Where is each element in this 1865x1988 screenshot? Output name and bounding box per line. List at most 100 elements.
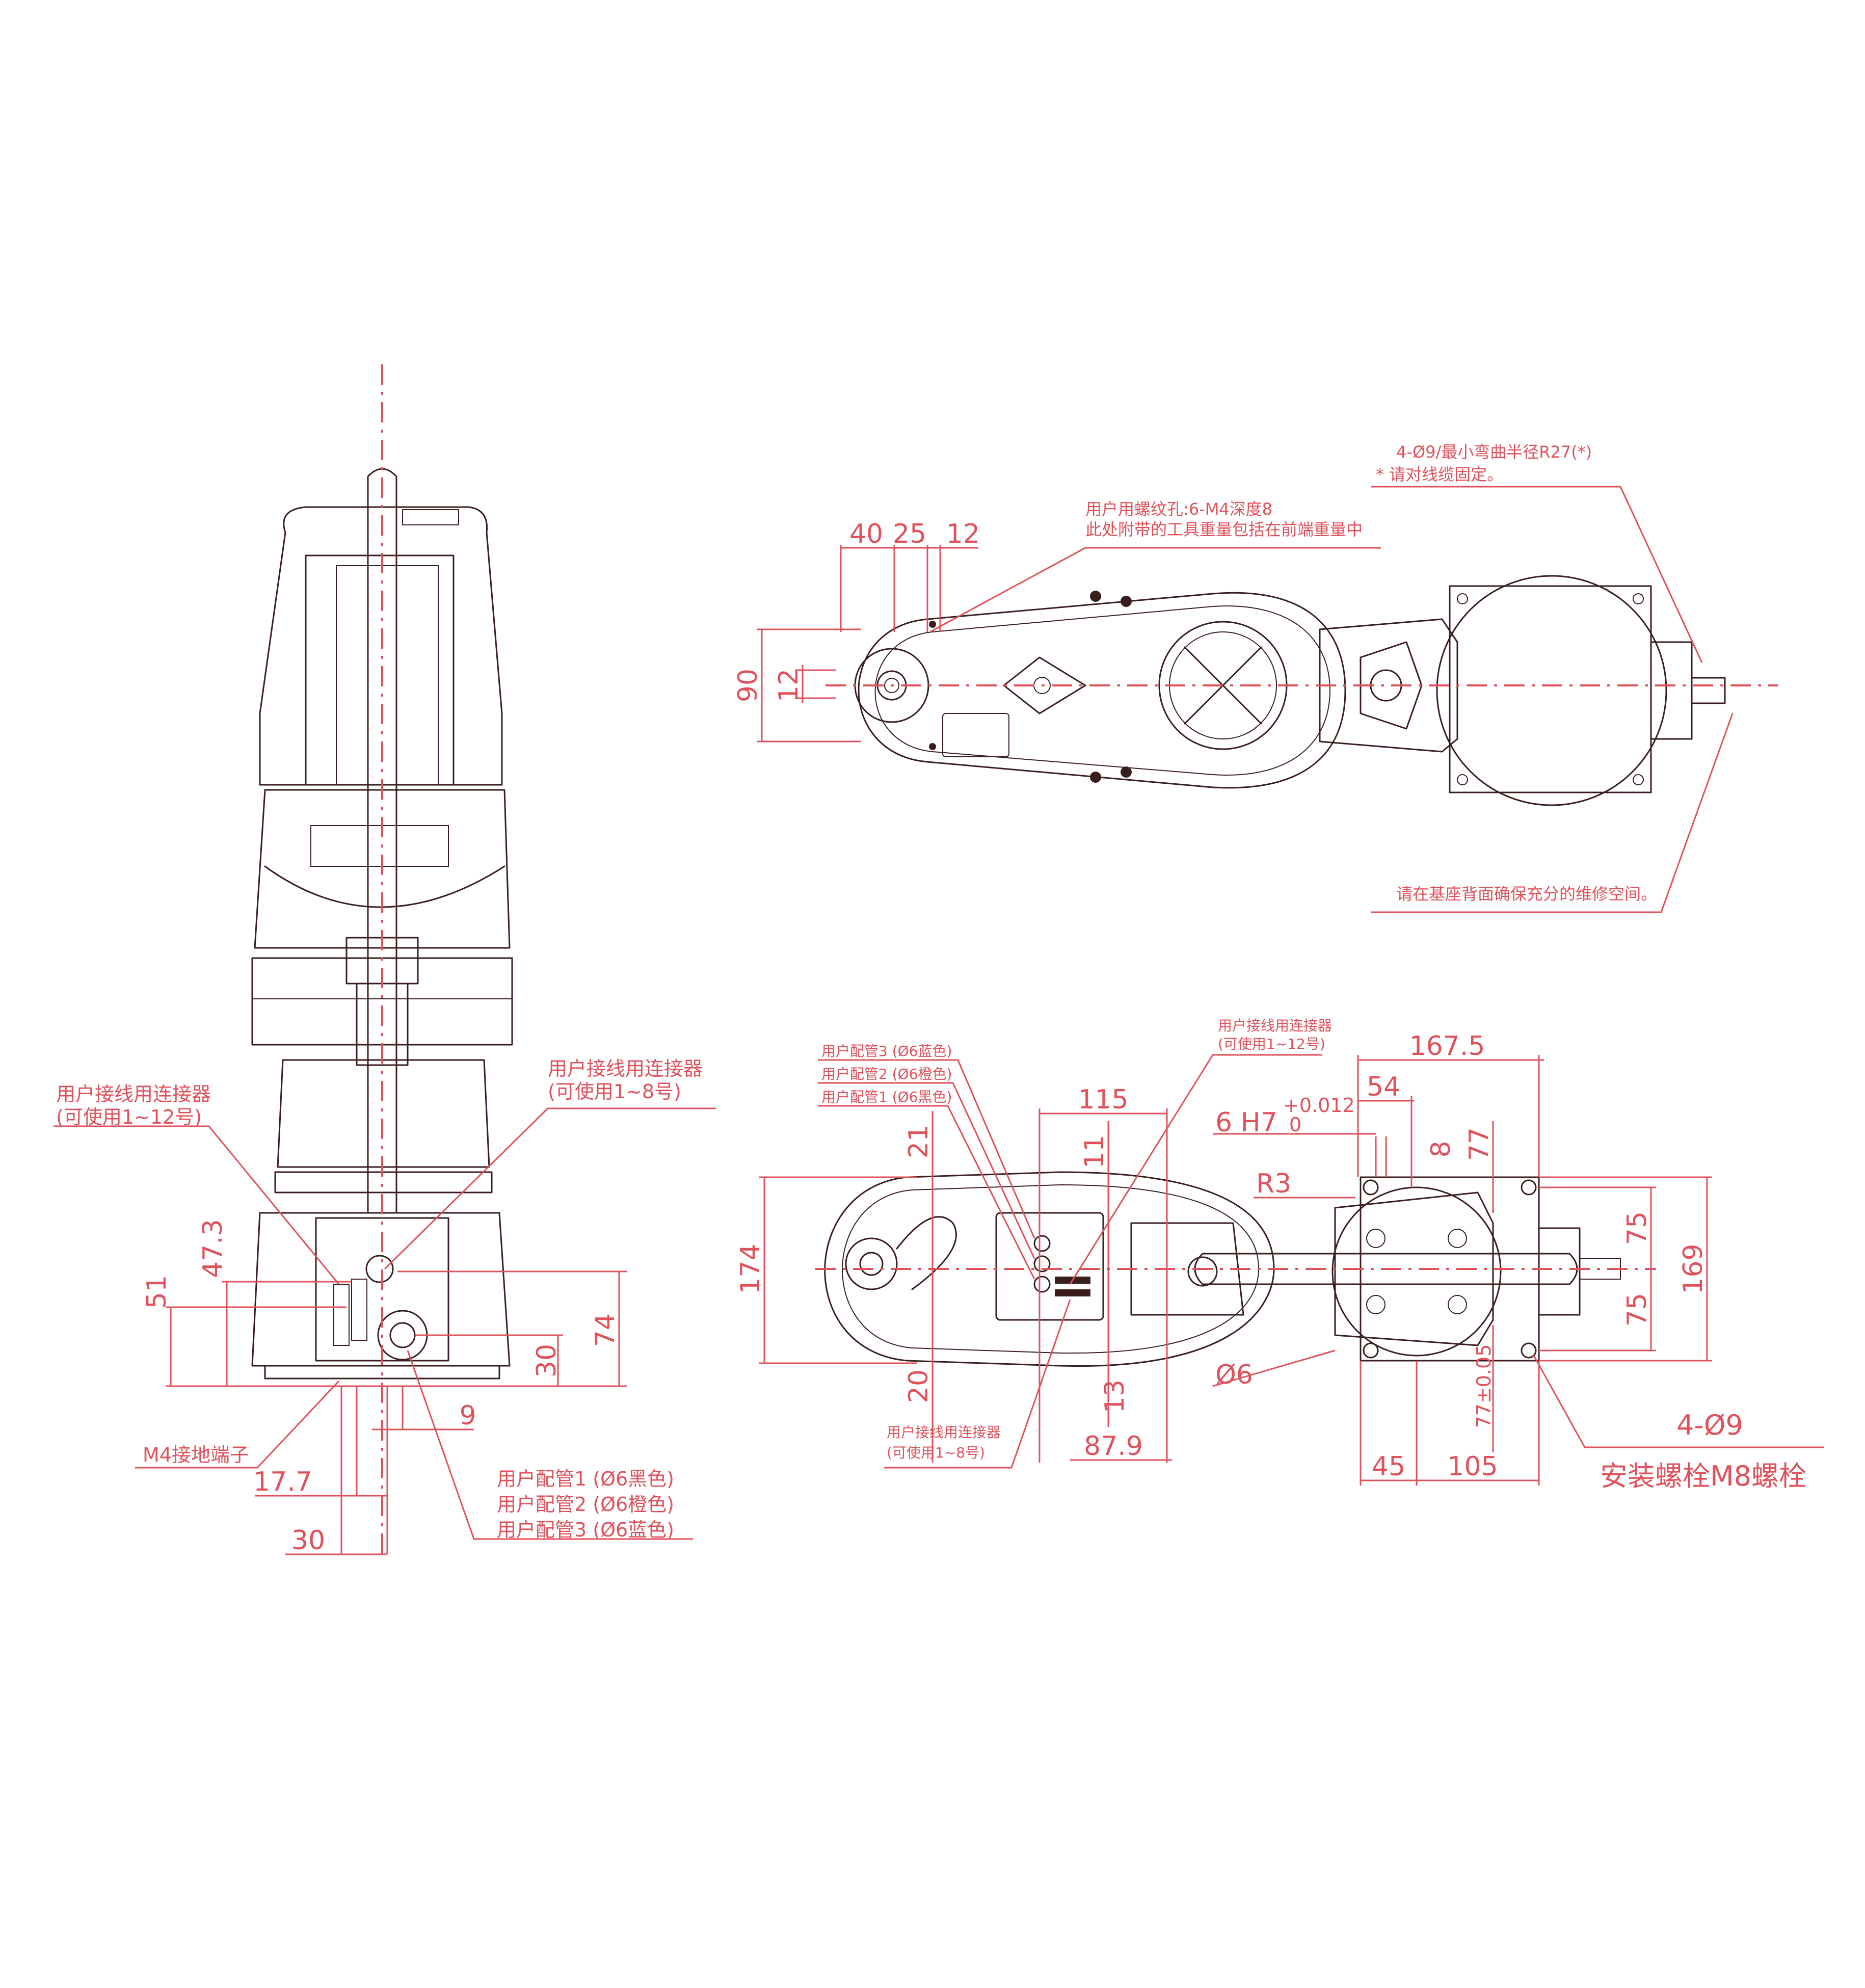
bottom-arm-pin <box>1187 1256 1218 1287</box>
side-pipe3-label: 用户配管3 (Ø6蓝色) <box>497 1519 674 1541</box>
bottom-dim-77: 77 <box>1464 1127 1495 1161</box>
top-hole <box>1090 591 1101 602</box>
bottom-shoulder-hole <box>1366 1229 1386 1248</box>
bottom-forearm-outline <box>824 1171 1275 1367</box>
top-maint-leader <box>1371 713 1734 913</box>
bottom-pipe-port <box>1033 1255 1051 1273</box>
side-conn12-label-2: (可使用1~12号) <box>56 1106 202 1128</box>
bottom-connector-panel <box>995 1212 1104 1321</box>
side-shaft-collar <box>345 937 419 985</box>
side-dim-47-3: 47.3 <box>198 1219 228 1278</box>
bottom-conn8-label-1: 用户接线用连接器 <box>887 1424 1001 1441</box>
side-base-face <box>315 1217 449 1362</box>
bottom-pipe2-leader <box>818 1082 1035 1259</box>
top-dim-90: 90 <box>733 669 763 702</box>
top-view: 40 25 12 90 12 用户用螺纹孔:6-M4深度8 此处附带的工具重量包… <box>733 442 1778 913</box>
side-dim-74: 74 <box>590 1313 621 1347</box>
top-thread-leader <box>929 547 1381 633</box>
side-shaft-bracket <box>356 983 409 1066</box>
top-forearm-outline <box>858 592 1346 789</box>
bottom-h7-lower: 0 <box>1289 1114 1301 1136</box>
side-ground-label: M4接地端子 <box>143 1444 249 1466</box>
bottom-arm-bracket <box>1130 1222 1244 1316</box>
side-dim-51: 51 <box>142 1275 172 1309</box>
bottom-phi6-leader <box>1212 1349 1336 1387</box>
side-conn8-label-2: (可使用1~8号) <box>548 1080 681 1103</box>
side-pipe2-label: 用户配管2 (Ø6橙色) <box>497 1493 674 1516</box>
bottom-dim-phi6: Ø6 <box>1215 1360 1253 1390</box>
top-upper-arm <box>1319 618 1458 753</box>
bottom-mount-hole <box>1521 1179 1537 1196</box>
bottom-view: 174 169 75 75 167.5 115 54 8 77 77±0.05 … <box>735 1017 1824 1492</box>
top-dim-25: 25 <box>893 519 926 549</box>
bottom-forearm-inner <box>842 1184 1260 1354</box>
bottom-dim-75a: 75 <box>1622 1211 1653 1245</box>
bottom-holes-label: 4-Ø9 <box>1676 1409 1743 1441</box>
side-view: 51 47.3 74 30 9 17.7 30 用户接线用连接器 (可使用1~1… <box>54 364 716 1559</box>
side-upper-arm-cover <box>259 506 503 786</box>
bottom-pipe1-label: 用户配管1 (Ø6黑色) <box>821 1089 952 1105</box>
bottom-shaft <box>859 1252 884 1276</box>
side-top-cap <box>402 509 459 525</box>
top-hole <box>929 621 936 628</box>
bottom-conn12-leader <box>1069 1054 1322 1285</box>
top-diamond-plate <box>1003 656 1086 714</box>
bottom-cable-stub <box>1579 1258 1621 1280</box>
bottom-mount-hole <box>1363 1179 1379 1196</box>
bottom-pipe1-leader <box>818 1105 1035 1280</box>
top-dim-12a: 12 <box>946 519 980 549</box>
bottom-pipe3-leader <box>818 1059 1035 1239</box>
side-shoulder-curve <box>264 865 505 908</box>
top-dim-12b: 12 <box>774 669 804 702</box>
bottom-shoulder-disc <box>1331 1186 1502 1357</box>
bottom-dim-174: 174 <box>735 1243 766 1294</box>
bottom-bolt-label: 安装螺栓M8螺栓 <box>1600 1460 1806 1492</box>
bottom-shaft-housing <box>845 1237 898 1290</box>
top-base-hole <box>1633 774 1644 785</box>
bottom-dim-87-9: 87.9 <box>1084 1431 1143 1462</box>
bottom-conn12-label-2: (可使用1~12号) <box>1218 1036 1325 1052</box>
side-shoulder-joint <box>254 789 511 949</box>
side-dim-17-7: 17.7 <box>253 1467 312 1497</box>
bottom-mount-hole <box>1521 1342 1537 1359</box>
bottom-conn12-label-1: 用户接线用连接器 <box>1218 1017 1332 1034</box>
top-thread-label-1: 用户用螺纹孔:6-M4深度8 <box>1085 499 1272 519</box>
bottom-dim-r3: R3 <box>1256 1169 1291 1199</box>
top-base-hole <box>1457 593 1468 604</box>
bottom-dim-8: 8 <box>1426 1141 1456 1157</box>
bottom-pipe-port <box>1033 1276 1051 1293</box>
top-base-disc <box>1436 575 1667 806</box>
top-shaft-bore <box>884 678 899 693</box>
top-base-plate <box>1449 585 1652 793</box>
side-dim-30b: 30 <box>291 1525 325 1556</box>
bottom-dim-105: 105 <box>1447 1451 1498 1482</box>
top-cable-stub <box>1691 677 1726 704</box>
bottom-pipe2-label: 用户配管2 (Ø6橙色) <box>821 1066 952 1082</box>
side-dim-30a: 30 <box>531 1344 562 1377</box>
bottom-h7-upper: +0.012 <box>1283 1094 1355 1117</box>
bottom-cable-outlet <box>1538 1227 1581 1316</box>
top-maint-label: 请在基座背面确保充分的维修空间。 <box>1396 884 1657 904</box>
bottom-h7-main: 6 H7 <box>1215 1107 1277 1138</box>
bottom-dim-75b: 75 <box>1622 1293 1653 1327</box>
side-ground-leader <box>135 1380 340 1469</box>
top-base-hole <box>1457 774 1468 785</box>
top-cable-label-1: 4-Ø9/最小弯曲半径R27(*) <box>1396 442 1592 462</box>
top-base-hole <box>1633 593 1644 604</box>
side-conn12-label-1: 用户接线用连接器 <box>56 1083 211 1105</box>
bottom-shoulder-hole <box>1366 1295 1386 1314</box>
bottom-conn8-label-2: (可使用1~8号) <box>887 1444 985 1461</box>
bottom-connector-strip <box>1055 1289 1090 1296</box>
top-hole <box>1121 766 1132 778</box>
bottom-dim-20: 20 <box>903 1369 934 1403</box>
bottom-dim-167-5: 167.5 <box>1409 1031 1485 1062</box>
side-shaft-clamp <box>310 825 449 867</box>
side-upper-arm-window <box>305 554 455 786</box>
side-pipe1-label: 用户配管1 (Ø6黑色) <box>497 1468 674 1490</box>
bottom-dim-21: 21 <box>903 1125 934 1158</box>
top-hole <box>1121 596 1132 607</box>
bottom-slot <box>896 1216 957 1290</box>
bottom-shoulder-hole <box>1448 1229 1467 1248</box>
side-base-foot <box>264 1365 500 1380</box>
bottom-upper-arm-link <box>1194 1253 1578 1285</box>
